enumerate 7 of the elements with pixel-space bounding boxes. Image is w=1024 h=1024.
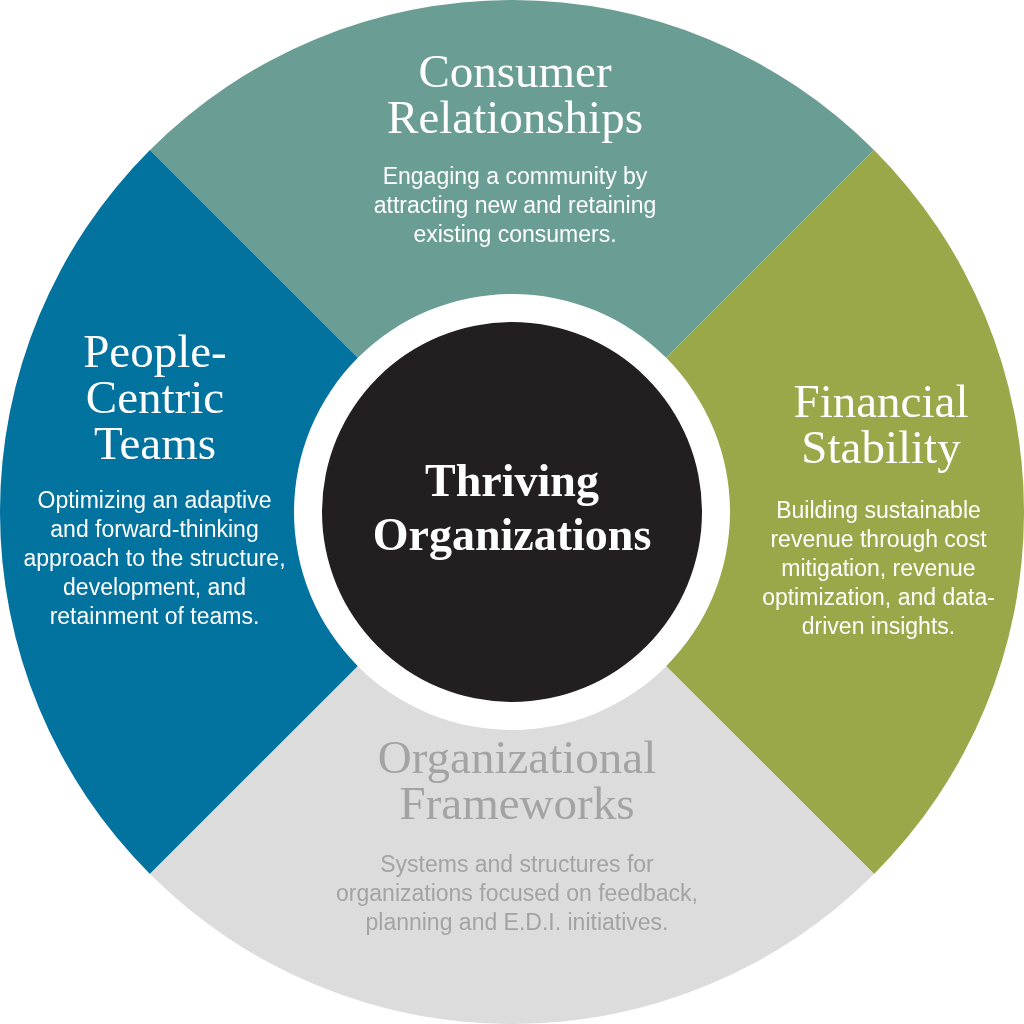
- segment-description: Systems and structures for organizations focused on feedback, planning and E.D.I. initiatives.: [335, 850, 699, 937]
- segment-description: Engaging a community by attracting new and retaining existing consumers.: [372, 162, 658, 249]
- segment-heading: People-Centric Teams: [82, 328, 228, 466]
- center-title: Thriving Organizations: [371, 454, 653, 562]
- segment-description: Building sustainable revenue through cost mitigation, revenue optimization, and data-driven insights.: [761, 496, 996, 641]
- segment-heading: Organizational Frameworks: [376, 734, 658, 826]
- segment-description: Optimizing an adaptive and forward-thinking approach to the structure, development, and retainment of teams.: [22, 486, 287, 631]
